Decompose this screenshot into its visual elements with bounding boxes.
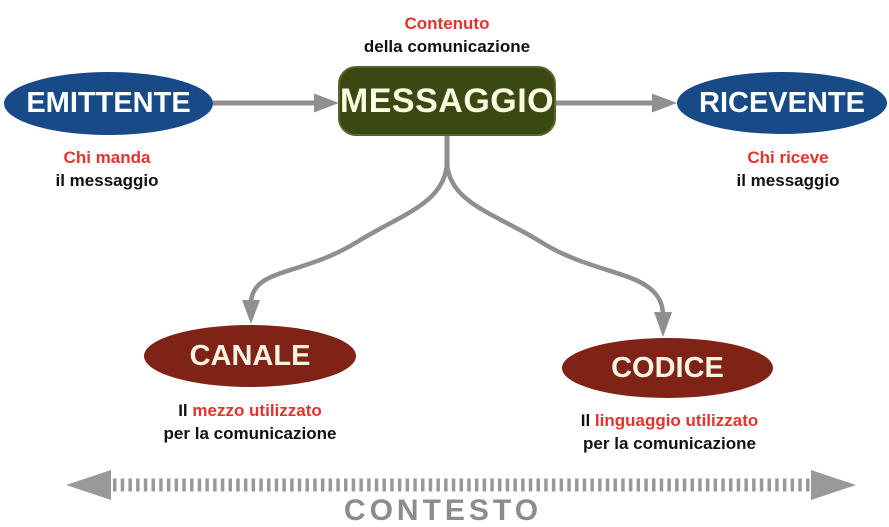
caption-emittente: Chi manda il messaggio: [17, 146, 197, 192]
caption-canale-line2: per la comunicazione: [163, 424, 337, 443]
node-messaggio: MESSAGGIO: [338, 66, 556, 136]
node-ricevente-label: RICEVENTE: [699, 86, 865, 119]
caption-codice-line1: Il linguaggio utilizzato: [580, 411, 759, 430]
node-codice-label: CODICE: [611, 351, 724, 384]
node-ricevente: RICEVENTE: [677, 72, 887, 134]
node-messaggio-label: MESSAGGIO: [339, 81, 555, 120]
caption-codice: Il linguaggio utilizzato per la comunica…: [552, 409, 787, 455]
node-canale-label: CANALE: [189, 339, 311, 372]
caption-canale-line1: Il mezzo utilizzato: [178, 401, 322, 420]
arrow-messaggio-to-codice: [444, 162, 672, 337]
caption-codice-line2: per la comunicazione: [583, 434, 756, 453]
contesto-axis-arrow: [66, 470, 856, 500]
caption-messaggio-line2: della comunicazione: [363, 37, 531, 56]
node-emittente: EMITTENTE: [4, 72, 213, 135]
caption-ricevente-line2: il messaggio: [736, 171, 840, 190]
caption-emittente-line2: il messaggio: [55, 171, 159, 190]
caption-messaggio: Contenuto della comunicazione: [322, 12, 572, 58]
contesto-label: CONTESTO: [343, 494, 543, 527]
caption-ricevente: Chi riceve il messaggio: [698, 146, 878, 192]
caption-messaggio-line1: Contenuto: [404, 14, 490, 33]
arrow-emittente-to-messaggio: [213, 93, 339, 113]
caption-ricevente-line1: Chi riceve: [747, 148, 829, 167]
node-codice: CODICE: [562, 338, 773, 398]
arrow-messaggio-to-canale: [242, 162, 450, 324]
caption-canale: Il mezzo utilizzato per la comunicazione: [135, 399, 365, 445]
arrow-messaggio-to-ricevente: [556, 93, 677, 113]
caption-emittente-line1: Chi manda: [63, 148, 151, 167]
node-canale: CANALE: [144, 325, 356, 387]
node-emittente-label: EMITTENTE: [26, 87, 191, 119]
